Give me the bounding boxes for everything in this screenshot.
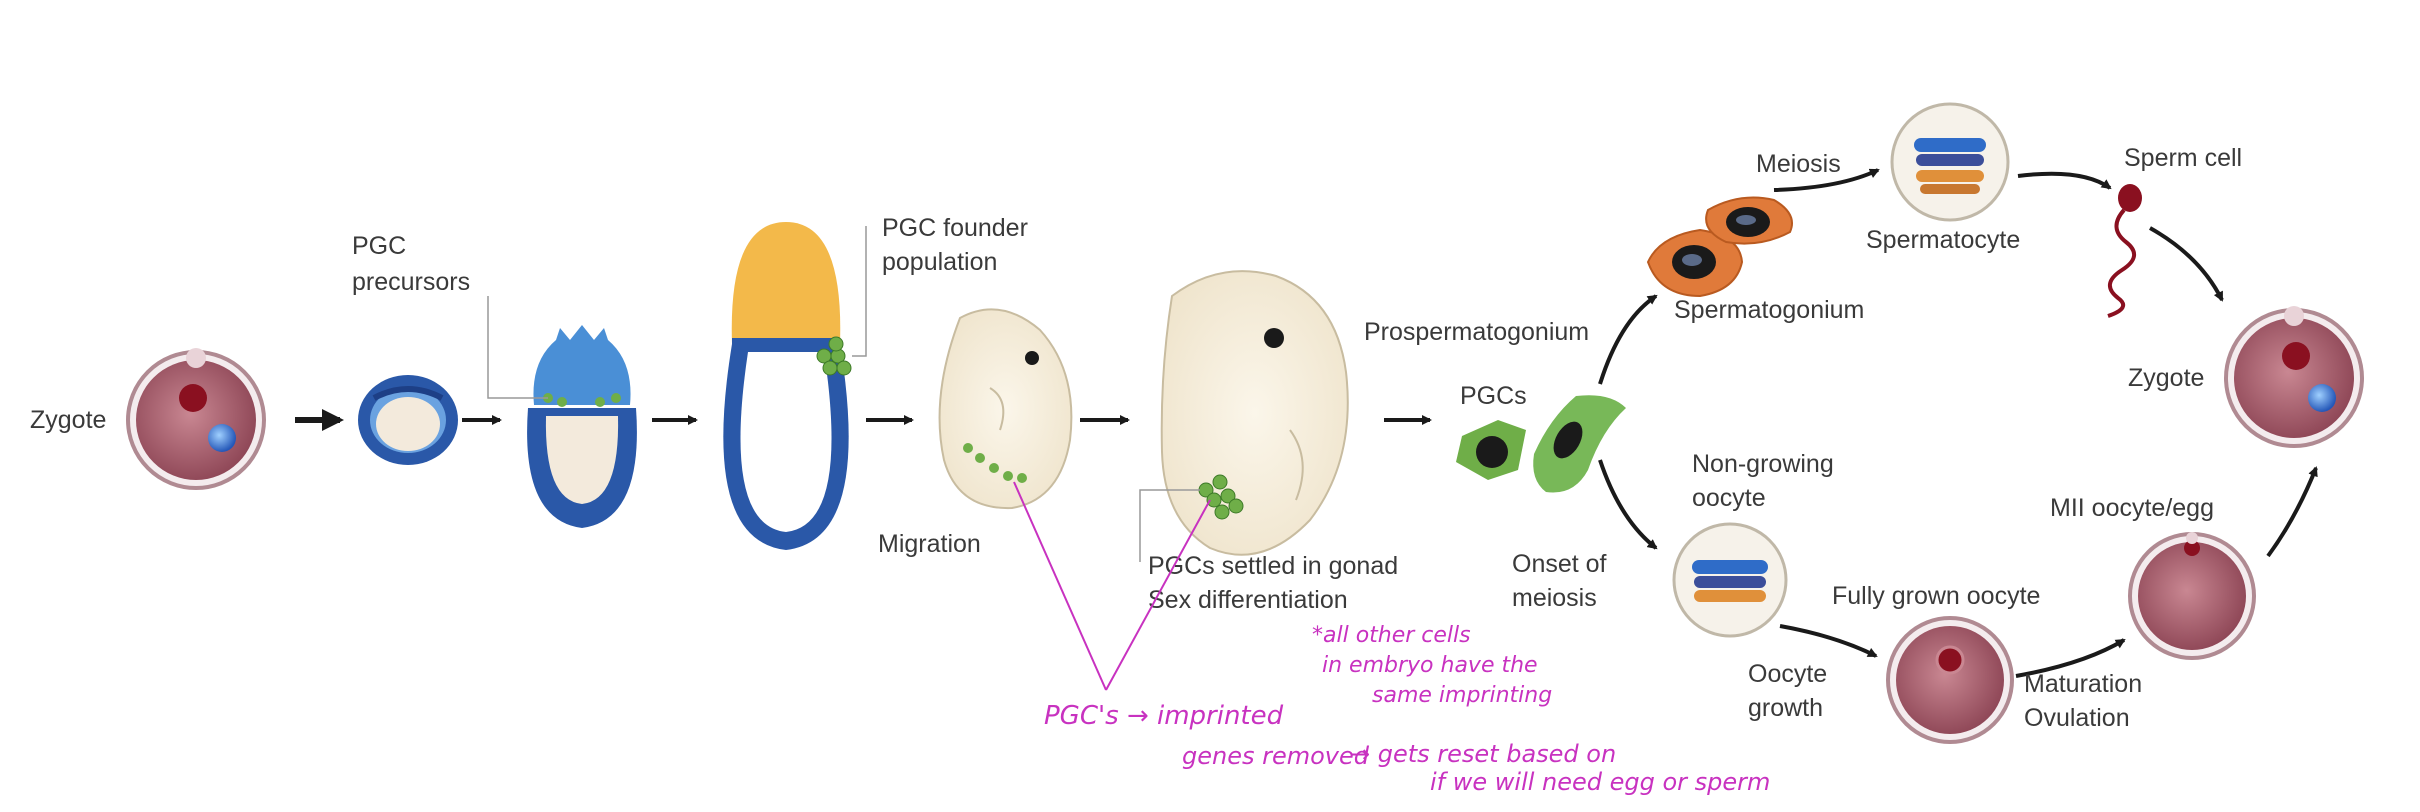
- zygote-left-label: Zygote: [30, 406, 106, 434]
- handwritten-reset-line-2: if we will need egg or sperm: [1430, 768, 1770, 796]
- spermatogonium-label: Spermatogonium: [1674, 296, 1864, 324]
- zygote-left-cell: [126, 348, 266, 490]
- handwritten-pgc-note-line-2: genes removed: [1182, 742, 1370, 770]
- pgc-precursors-pointer: [487, 296, 548, 399]
- gonad-pgcs: [1198, 474, 1244, 520]
- pgcs-label: PGCs: [1460, 382, 1527, 410]
- sperm-cell: [2107, 184, 2142, 318]
- maturation-label: Maturation: [2024, 670, 2142, 698]
- pgc-founder-cells: [816, 336, 852, 376]
- oocyte-growth-label-1: Oocyte: [1748, 660, 1827, 688]
- pgc-founder-pointer: [852, 226, 867, 357]
- zygote-right-cell: [2224, 306, 2364, 448]
- non-growing-oocyte-label-1: Non-growing: [1692, 450, 1834, 478]
- mii-oocyte-cell: [2128, 532, 2256, 660]
- onset-of-meiosis-label-1: Onset of: [1512, 550, 1607, 578]
- gonad-embryo: [1160, 270, 1349, 556]
- arrow-fullygrown-to-mii: [2015, 638, 2126, 678]
- pgcs-settled-label: PGCs settled in gonad: [1148, 552, 1398, 580]
- migrating-pgcs: [963, 443, 1027, 483]
- sex-differentiation-label: Sex differentiation: [1148, 586, 1348, 614]
- migration-label: Migration: [878, 530, 981, 558]
- ovulation-label: Ovulation: [2024, 704, 2130, 732]
- migration-embryo: [938, 308, 1073, 510]
- oocyte-growth-label-2: growth: [1748, 694, 1823, 722]
- pgc-founder-label-1: PGC founder: [882, 214, 1028, 242]
- early-embryo: [527, 325, 637, 528]
- arrow-spermatocyte-to-sperm: [2017, 171, 2112, 190]
- pgc-founder-label-2: population: [882, 248, 997, 276]
- pgc-cells: [1456, 395, 1626, 493]
- arrow-pgcs-to-oocyte: [1598, 459, 1658, 550]
- egg-cylinder: [723, 222, 849, 550]
- handwritten-pgc-note-line-1: PGC's → imprinted: [1044, 701, 1284, 731]
- handwritten-reset-line-1: → gets reset based on: [1350, 740, 1616, 768]
- arrow-sperm-to-zygote: [2149, 226, 2224, 302]
- handwritten-note-line-2: in embryo have the: [1322, 653, 1538, 678]
- gonad-pointer: [1139, 489, 1200, 562]
- arrow-spermatogonium-to-spermatocyte: [1773, 168, 1880, 192]
- meiosis-label: Meiosis: [1756, 150, 1841, 178]
- arrow-pgcs-to-spermatogonium: [1598, 294, 1658, 385]
- mii-oocyte-label: MII oocyte/egg: [2050, 494, 2214, 522]
- arrow-nongrowing-to-fullygrown: [1779, 624, 1878, 658]
- non-growing-oocyte-cell: [1672, 522, 1788, 638]
- onset-of-meiosis-label-2: meiosis: [1512, 584, 1597, 612]
- arrow-mii-to-zygote: [2266, 466, 2318, 558]
- zygote-right-label: Zygote: [2128, 364, 2204, 392]
- pgc-precursors-label-1: PGC: [352, 232, 406, 260]
- handwritten-note-line-3: same imprinting: [1372, 683, 1552, 708]
- pgc-precursors-label-2: precursors: [352, 268, 470, 296]
- fully-grown-oocyte-label: Fully grown oocyte: [1832, 582, 2040, 610]
- blastocyst: [358, 375, 458, 465]
- spermatocyte-label: Spermatocyte: [1866, 226, 2020, 254]
- spermatogonium-cells: [1646, 196, 1793, 298]
- handwritten-pointer-lines: [1013, 481, 1211, 691]
- handwritten-note-line-1: *all other cells: [1312, 623, 1471, 648]
- fully-grown-oocyte-cell: [1886, 616, 2014, 744]
- sperm-cell-label: Sperm cell: [2124, 144, 2242, 172]
- non-growing-oocyte-label-2: oocyte: [1692, 484, 1766, 512]
- spermatocyte-cell: [1890, 102, 2010, 222]
- prospermatogonium-label: Prospermatogonium: [1364, 318, 1589, 346]
